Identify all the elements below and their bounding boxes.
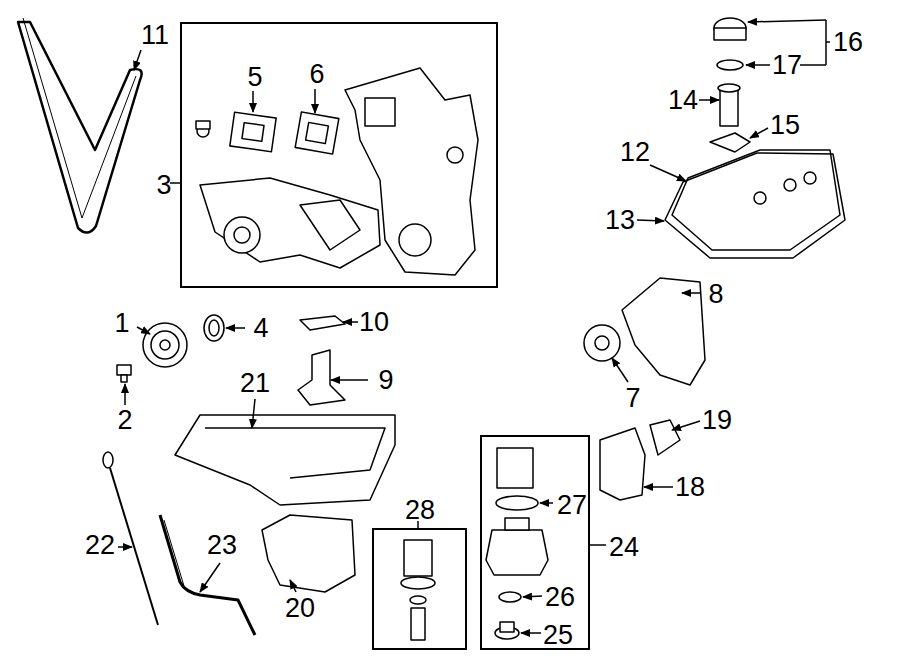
callout-number: 28 (404, 497, 436, 524)
callout-number: 9 (377, 367, 394, 394)
callout-number: 11 (140, 22, 170, 49)
callout-number: 18 (674, 474, 706, 501)
callout-number: 23 (206, 532, 238, 559)
callout-number: 15 (769, 112, 801, 139)
callout-number: 8 (707, 281, 724, 308)
callout-number: 4 (252, 315, 269, 342)
callout-number: 2 (116, 407, 133, 434)
group-box: 24272625 (480, 435, 590, 650)
callout-number: 20 (284, 595, 316, 622)
callout-number: 19 (701, 407, 733, 434)
callout-number: 1 (113, 310, 130, 337)
callout-number: 3 (155, 172, 172, 199)
callout-number: 10 (358, 309, 390, 336)
callout-number: 25 (542, 622, 574, 649)
callout-number: 24 (608, 534, 640, 561)
callout-number: 6 (308, 61, 325, 88)
callout-number: 21 (239, 370, 271, 397)
callout-number: 13 (604, 207, 636, 234)
group-box: 356 (180, 22, 498, 288)
callout-number: 22 (84, 532, 116, 559)
callout-number: 14 (667, 87, 699, 114)
callout-number: 16 (832, 29, 864, 56)
callout-number: 7 (624, 385, 641, 412)
callout-number: 27 (556, 492, 588, 519)
group-box: 28 (372, 528, 467, 650)
callout-number: 26 (544, 584, 576, 611)
callout-number: 12 (619, 139, 651, 166)
callout-number: 17 (771, 52, 803, 79)
callout-number: 5 (246, 64, 263, 91)
